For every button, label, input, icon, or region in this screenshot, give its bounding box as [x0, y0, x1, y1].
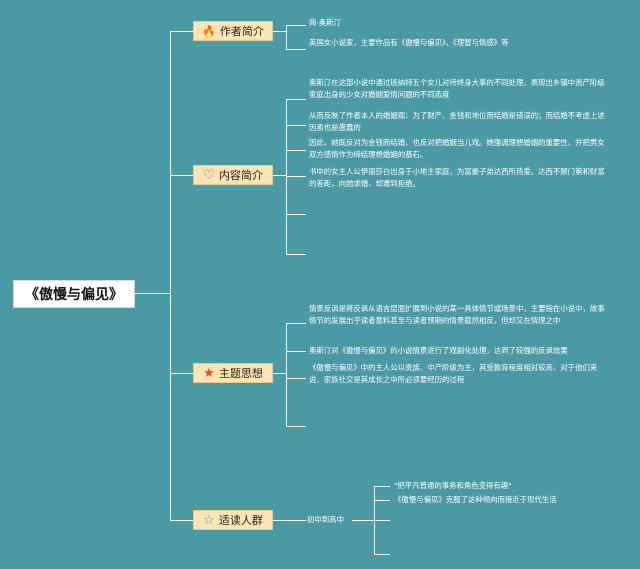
leaf-content-1: 奥斯汀在这部小说中通过班纳特五个女儿对待终身大事的不同处理，表现出乡镇中资产阶级…	[309, 78, 605, 99]
connector-b3-leaf-3	[286, 378, 306, 379]
connector-b1-leaf-1	[286, 25, 306, 26]
connector-branch-3	[170, 373, 193, 374]
connector-b4-sub-out	[352, 520, 374, 521]
root-title: 《傲慢与偏见》	[25, 287, 123, 303]
connector-b2-leaf-3	[286, 150, 306, 151]
branch-theme[interactable]: ★ 主题思想	[193, 363, 273, 383]
connector-branch-4	[170, 520, 193, 521]
connector-b2-leaf-4	[286, 176, 306, 177]
leaf-content-3: 因此，她既反对为金钱而结婚，也反对把婚姻当儿戏。她强调理想婚姻的重要性，并把男女…	[309, 138, 605, 159]
leaf-readers-2: 《傲慢与偏见》克服了这种倾向而接近于现代生活	[394, 495, 557, 504]
connector-b2-leaf-2	[286, 125, 306, 126]
leaf-author-works: 英国女小说家，主要作品有《傲慢与偏见》、《理智与情感》等	[309, 38, 509, 47]
connector-b3-leaf-2	[286, 351, 306, 352]
branch-author-intro[interactable]: 🔥 作者简介	[193, 21, 273, 41]
leaf-readers-1: "把平凡普通的事务和角色变得有趣"	[394, 481, 512, 490]
branch-label: 作者简介	[219, 25, 264, 38]
leaf-content-4: 书中的女主人公伊丽莎白出身于小地主家庭，为富豪子弟达西所热爱。达西不顾门第和财富…	[309, 167, 605, 188]
connector-b2-out	[273, 175, 286, 176]
branch-readers[interactable]: ☆ 适读人群	[193, 510, 273, 530]
connector-b4-leaf-1	[374, 486, 390, 487]
connector-b3-out	[273, 373, 286, 374]
connector-b2-leaf-1	[286, 99, 306, 100]
leaf-theme-3: 《傲慢与偏见》中的主人公以贵族、中产阶级为主，其受教育程度相对较高，对于他们来说…	[309, 363, 598, 384]
leaf-theme-2: 奥斯汀对《傲慢与偏见》的小说情景进行了戏剧化处理，达到了较强的反讽效果	[309, 346, 568, 355]
root-node[interactable]: 《傲慢与偏见》	[13, 280, 135, 308]
branch-content-intro[interactable]: ♡ 内容简介	[193, 165, 273, 185]
connector-branch-2	[170, 175, 193, 176]
connector-b4-leaf-3	[374, 520, 390, 521]
sub-node-age-range: 初中到高中	[307, 515, 344, 524]
star-outline-icon: ☆	[203, 512, 215, 528]
heart-icon: ♡	[203, 167, 215, 183]
connector-b1-out	[273, 31, 286, 32]
connector-b3-leaf-1	[286, 323, 306, 324]
branch-label: 主题思想	[218, 367, 263, 380]
connector-b1-leaf-2	[286, 49, 306, 50]
connector-b4-leaf-2	[374, 500, 390, 501]
connector-root-trunk	[135, 293, 170, 294]
connector-b3-leaf-4	[286, 426, 306, 427]
leaf-theme-1: 情景反讽是将反讽从语言层面扩展到小说的某一具体情节或场景中，主要指在小说中，故事…	[309, 304, 605, 325]
leaf-author-name: 简·奥斯汀	[309, 18, 341, 27]
connector-b1-spine	[286, 25, 287, 49]
branch-label: 适读人群	[218, 514, 263, 527]
connector-main-trunk	[170, 31, 171, 520]
star-icon: ★	[203, 365, 215, 381]
leaf-content-2: 从而反映了作者本人的婚姻观：为了财产、金钱和地位而结婚是错误的；而结婚不考虑上述…	[309, 111, 605, 132]
connector-b4-leaf-4	[374, 554, 390, 555]
connector-b3-spine	[286, 323, 287, 426]
branch-label: 内容简介	[218, 169, 263, 182]
connector-b4-out	[273, 520, 306, 521]
connector-b2-leaf-5	[286, 214, 306, 215]
connector-b2-leaf-6	[286, 254, 306, 255]
fire-icon: 🔥	[202, 24, 216, 38]
connector-branch-1	[170, 31, 193, 32]
